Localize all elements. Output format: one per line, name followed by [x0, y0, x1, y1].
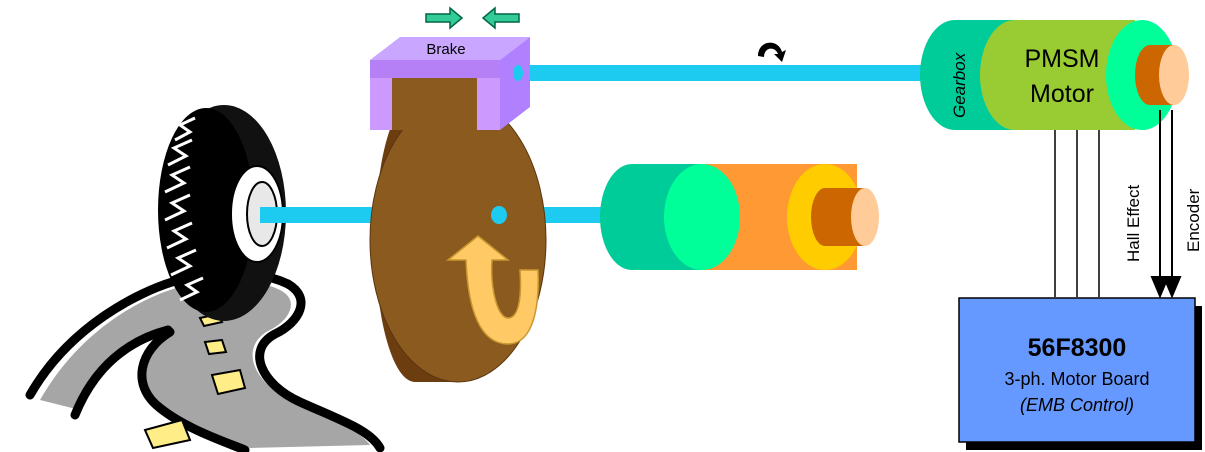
shaft-rotation-icon: [758, 42, 786, 62]
road-icon: [25, 268, 385, 452]
rotation-arrow-icon: [445, 235, 539, 345]
motor-label-line2: Motor: [1030, 80, 1094, 108]
motor-board: [958, 297, 1202, 450]
top-motor: [920, 20, 1189, 130]
feedback-wires: [1150, 110, 1182, 299]
tire-icon: [158, 105, 286, 321]
motor-label-line1: PMSM: [1025, 45, 1100, 73]
compress-arrows-icon: [425, 6, 520, 30]
wheel-shaft: [260, 207, 380, 223]
middle-actuator: [600, 164, 879, 270]
brake-caliper: [370, 37, 530, 130]
motor-shaft: [515, 65, 930, 81]
board-control: (EMB Control): [1020, 395, 1134, 415]
board-name: 56F8300: [1028, 334, 1127, 362]
encoder-label: Encoder: [1184, 188, 1203, 252]
brake-label: Brake: [426, 41, 465, 58]
hall-effect-label: Hall Effect: [1124, 185, 1143, 262]
phase-wires: [1054, 130, 1100, 297]
brake-disc: [369, 97, 547, 383]
gearbox-label: Gearbox: [950, 52, 969, 118]
board-description: 3-ph. Motor Board: [1004, 369, 1149, 389]
